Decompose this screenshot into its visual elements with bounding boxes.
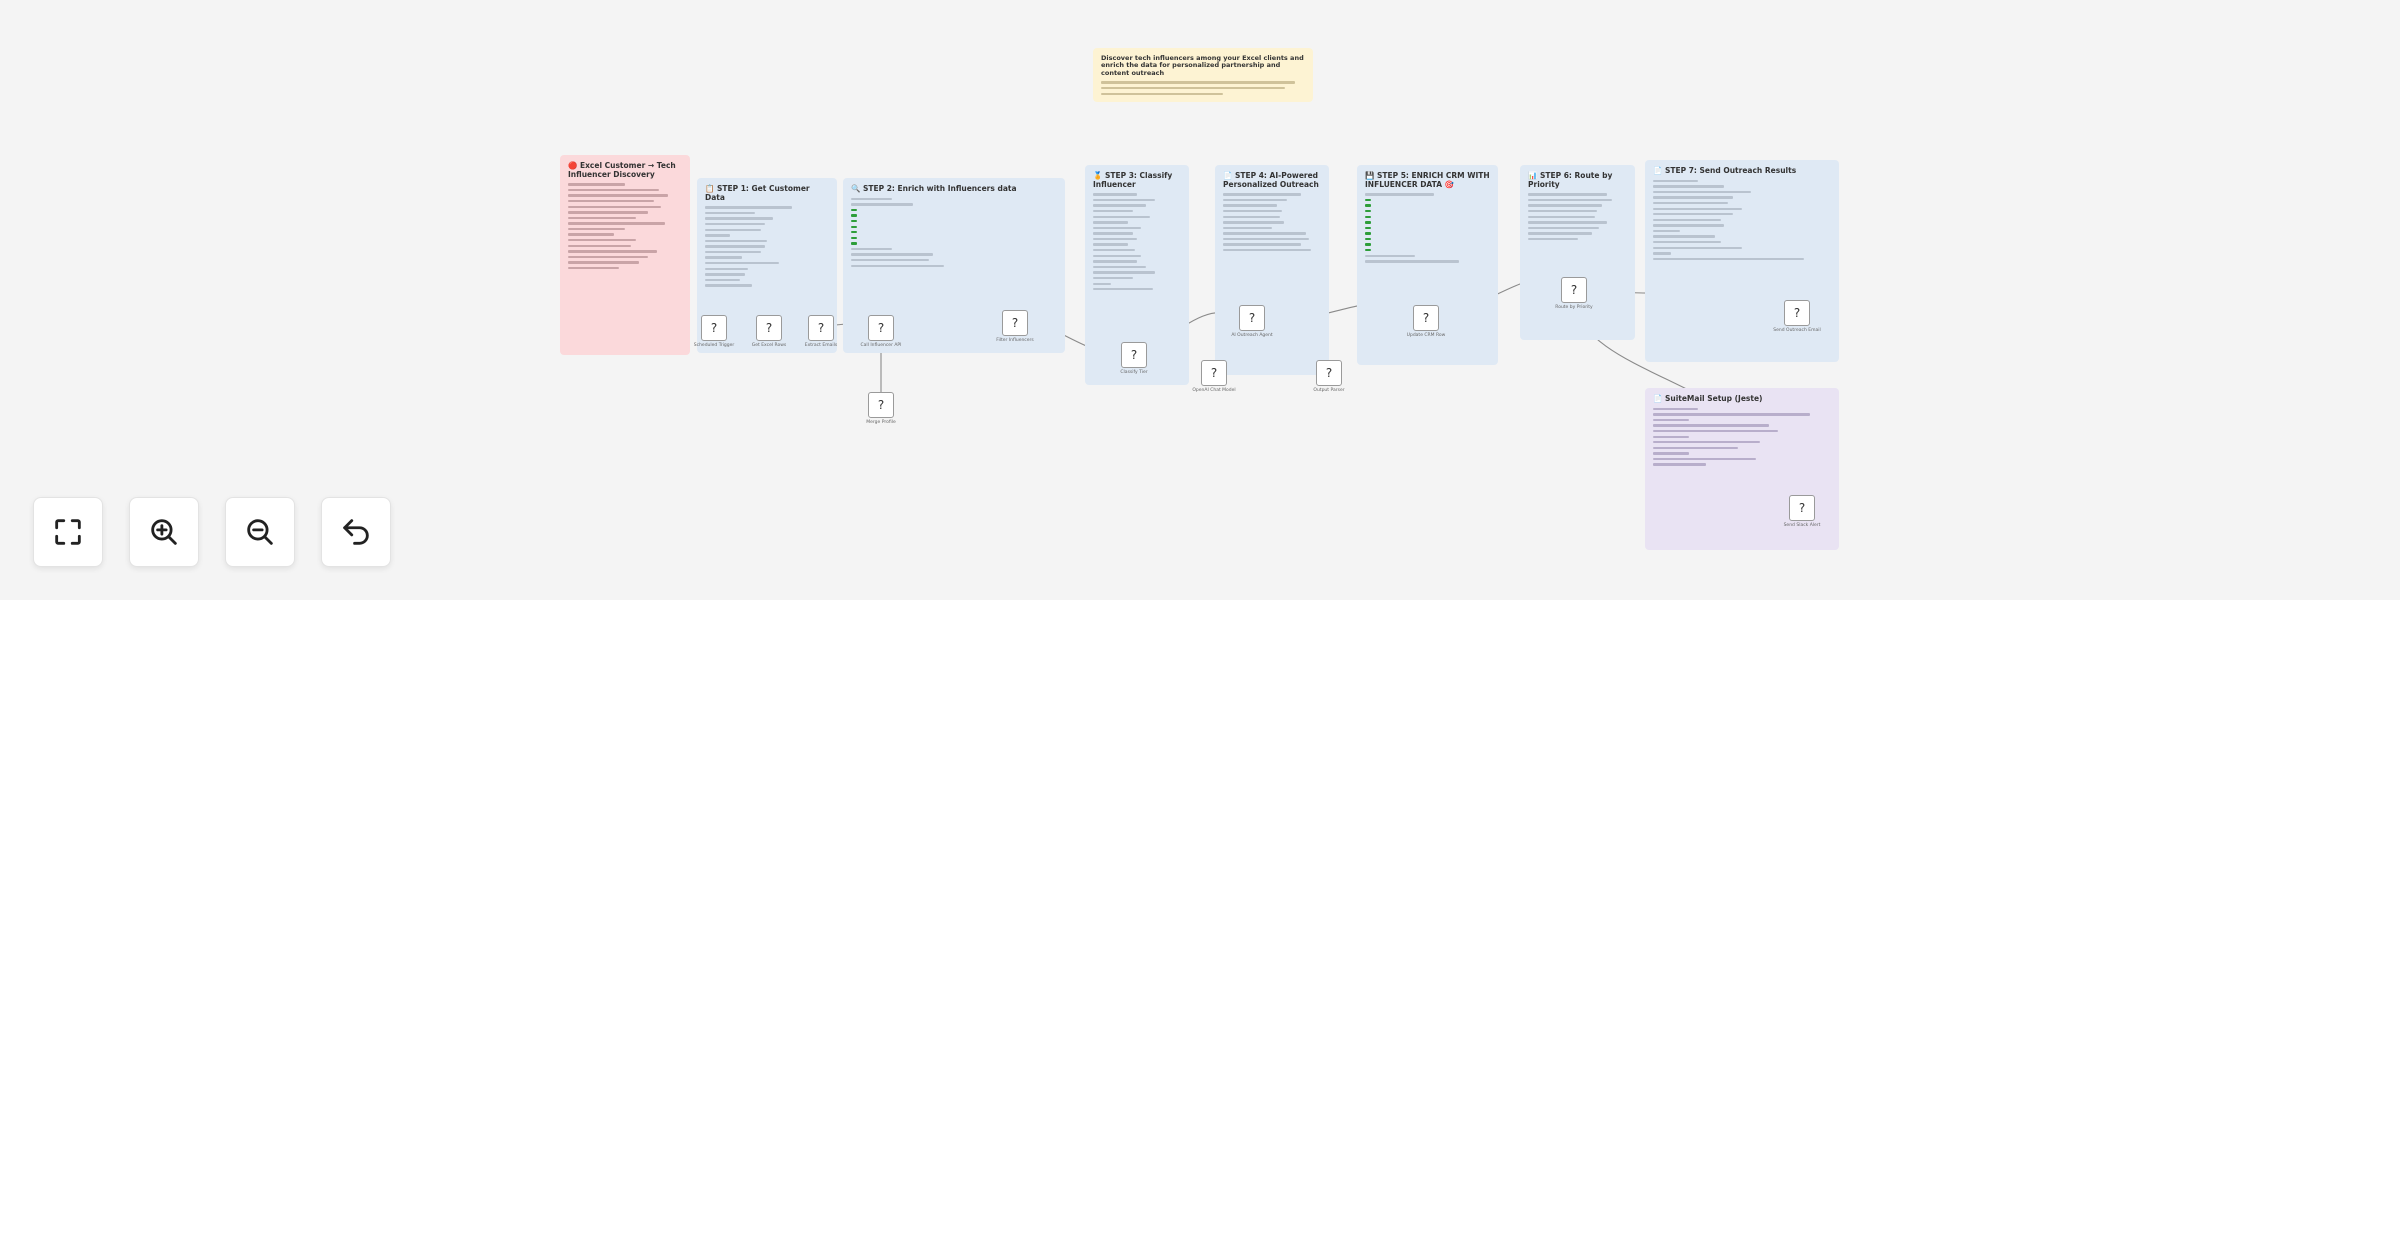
workflow-node[interactable]: ? [756,315,782,341]
node-label: Send Slack Alert [1783,523,1821,528]
node-label: AI Outreach Agent [1231,333,1273,338]
workflow-node[interactable]: ? [868,315,894,341]
workflow-node[interactable]: ? [1413,305,1439,331]
undo-icon [343,519,369,545]
note-title: 💾 STEP 5: ENRICH CRM WITH INFLUENCER DAT… [1365,171,1490,189]
workflow-node[interactable]: ? [1239,305,1265,331]
header-note-title: Discover tech influencers among your Exc… [1101,54,1304,77]
undo-button[interactable] [321,497,391,567]
workflow-node[interactable]: ? [868,392,894,418]
workflow-node[interactable]: ? [1002,310,1028,336]
workflow-node[interactable]: ? [1121,342,1147,368]
node-label: Get Excel Rows [751,343,787,348]
node-label: Extract Emails [804,343,838,348]
header-sticky-note[interactable]: Discover tech influencers among your Exc… [1093,48,1313,102]
workflow-node[interactable]: ? [808,315,834,341]
step6-sticky-note[interactable]: 📊 STEP 6: Route by Priority [1520,165,1635,340]
node-label: Route by Priority [1555,305,1593,310]
workflow-node[interactable]: ? [701,315,727,341]
workflow-node[interactable]: ? [1784,300,1810,326]
node-label: Filter Influencers [996,338,1034,343]
note-title: 🔴 Excel Customer → Tech Influencer Disco… [568,161,676,179]
node-label: Call Influencer API [860,343,902,348]
note-title: 📄 SuiteMail Setup (Jeste) [1653,394,1763,403]
note-title: 📄 STEP 4: AI-Powered Personalized Outrea… [1223,171,1319,189]
workflow-node[interactable]: ? [1561,277,1587,303]
zoom-in-icon [151,519,177,545]
node-label: Scheduled Trigger [693,343,735,348]
workflow-canvas[interactable]: Discover tech influencers among your Exc… [0,0,2400,600]
workflow-node[interactable]: ? [1201,360,1227,386]
fullscreen-icon [55,519,81,545]
node-label: OpenAI Chat Model [1192,388,1236,393]
step7-sticky-note[interactable]: 📄 STEP 7: Send Outreach Results [1645,160,1839,362]
node-label: Output Parser [1313,388,1345,393]
node-label: Send Outreach Email [1773,328,1821,333]
overview-sticky-note[interactable]: 🔴 Excel Customer → Tech Influencer Disco… [560,155,690,355]
note-title: 📊 STEP 6: Route by Priority [1528,171,1613,189]
note-title: 🔍 STEP 2: Enrich with Influencers data [851,184,1017,193]
workflow-node[interactable]: ? [1316,360,1342,386]
step2-sticky-note[interactable]: 🔍 STEP 2: Enrich with Influencers data [843,178,1065,353]
note-title: 📋 STEP 1: Get Customer Data [705,184,810,202]
node-label: Classify Tier [1120,370,1148,375]
node-label: Update CRM Row [1406,333,1446,338]
fit-view-button[interactable] [33,497,103,567]
node-label: Merge Profile [866,420,896,425]
note-title: 🏅 STEP 3: Classify Influencer [1093,171,1173,189]
step4-sticky-note[interactable]: 📄 STEP 4: AI-Powered Personalized Outrea… [1215,165,1329,375]
note-title: 📄 STEP 7: Send Outreach Results [1653,166,1797,175]
setup-sticky-note[interactable]: 📄 SuiteMail Setup (Jeste) [1645,388,1839,550]
zoom-in-button[interactable] [129,497,199,567]
zoom-out-button[interactable] [225,497,295,567]
zoom-out-icon [247,519,273,545]
step5-sticky-note[interactable]: 💾 STEP 5: ENRICH CRM WITH INFLUENCER DAT… [1357,165,1498,365]
workflow-node[interactable]: ? [1789,495,1815,521]
